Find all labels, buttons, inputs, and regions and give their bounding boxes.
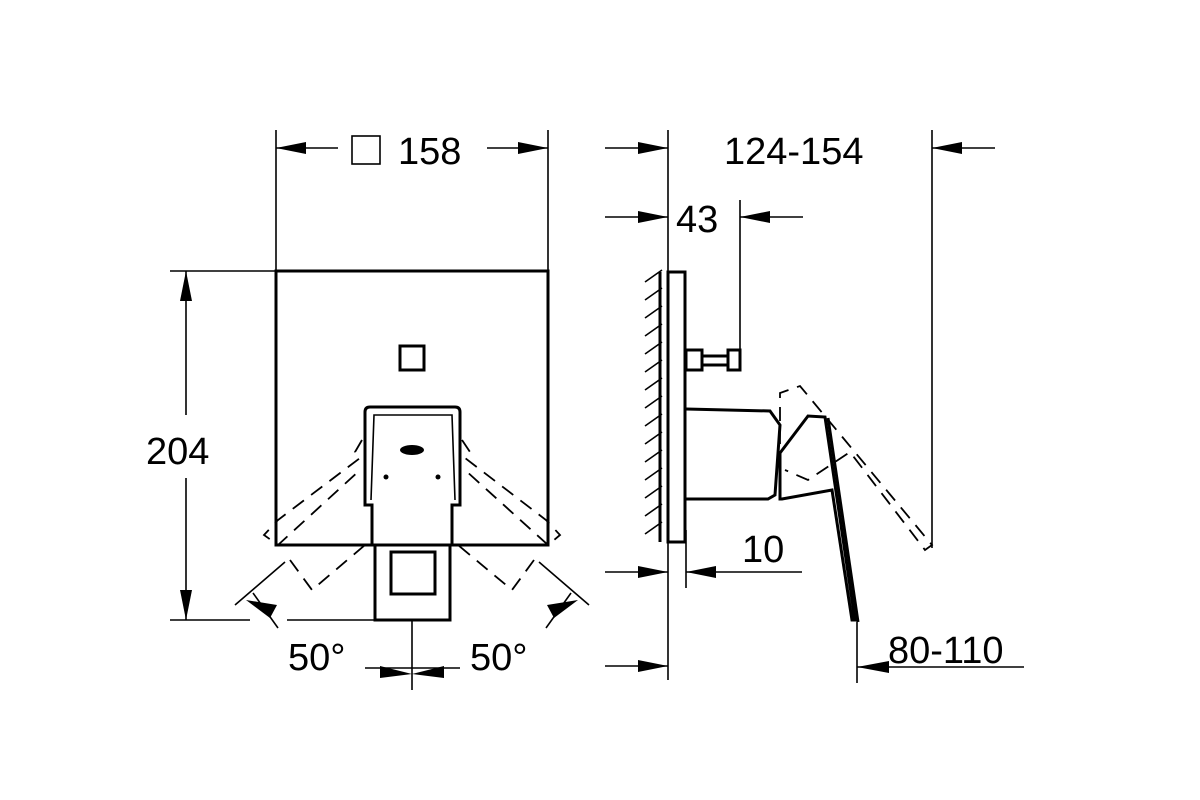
angle-left-label: 50° [288,637,345,679]
diverter-knob [398,344,426,372]
depth-range-label: 124-154 [724,131,863,173]
height-label: 204 [146,431,209,473]
lever-handle [363,405,462,547]
front-view [170,130,590,690]
plate-thickness-label: 10 [742,529,784,571]
diverter-depth-label: 43 [676,199,718,241]
cover-plate-side [666,270,687,544]
lever-side [778,414,857,622]
square-symbol-icon [351,135,381,165]
side-view [605,130,1024,683]
width-label: 158 [398,131,461,173]
lever-end-square [389,550,437,596]
angle-right-label: 50° [470,637,527,679]
lever-reach-label: 80-110 [888,630,1004,672]
